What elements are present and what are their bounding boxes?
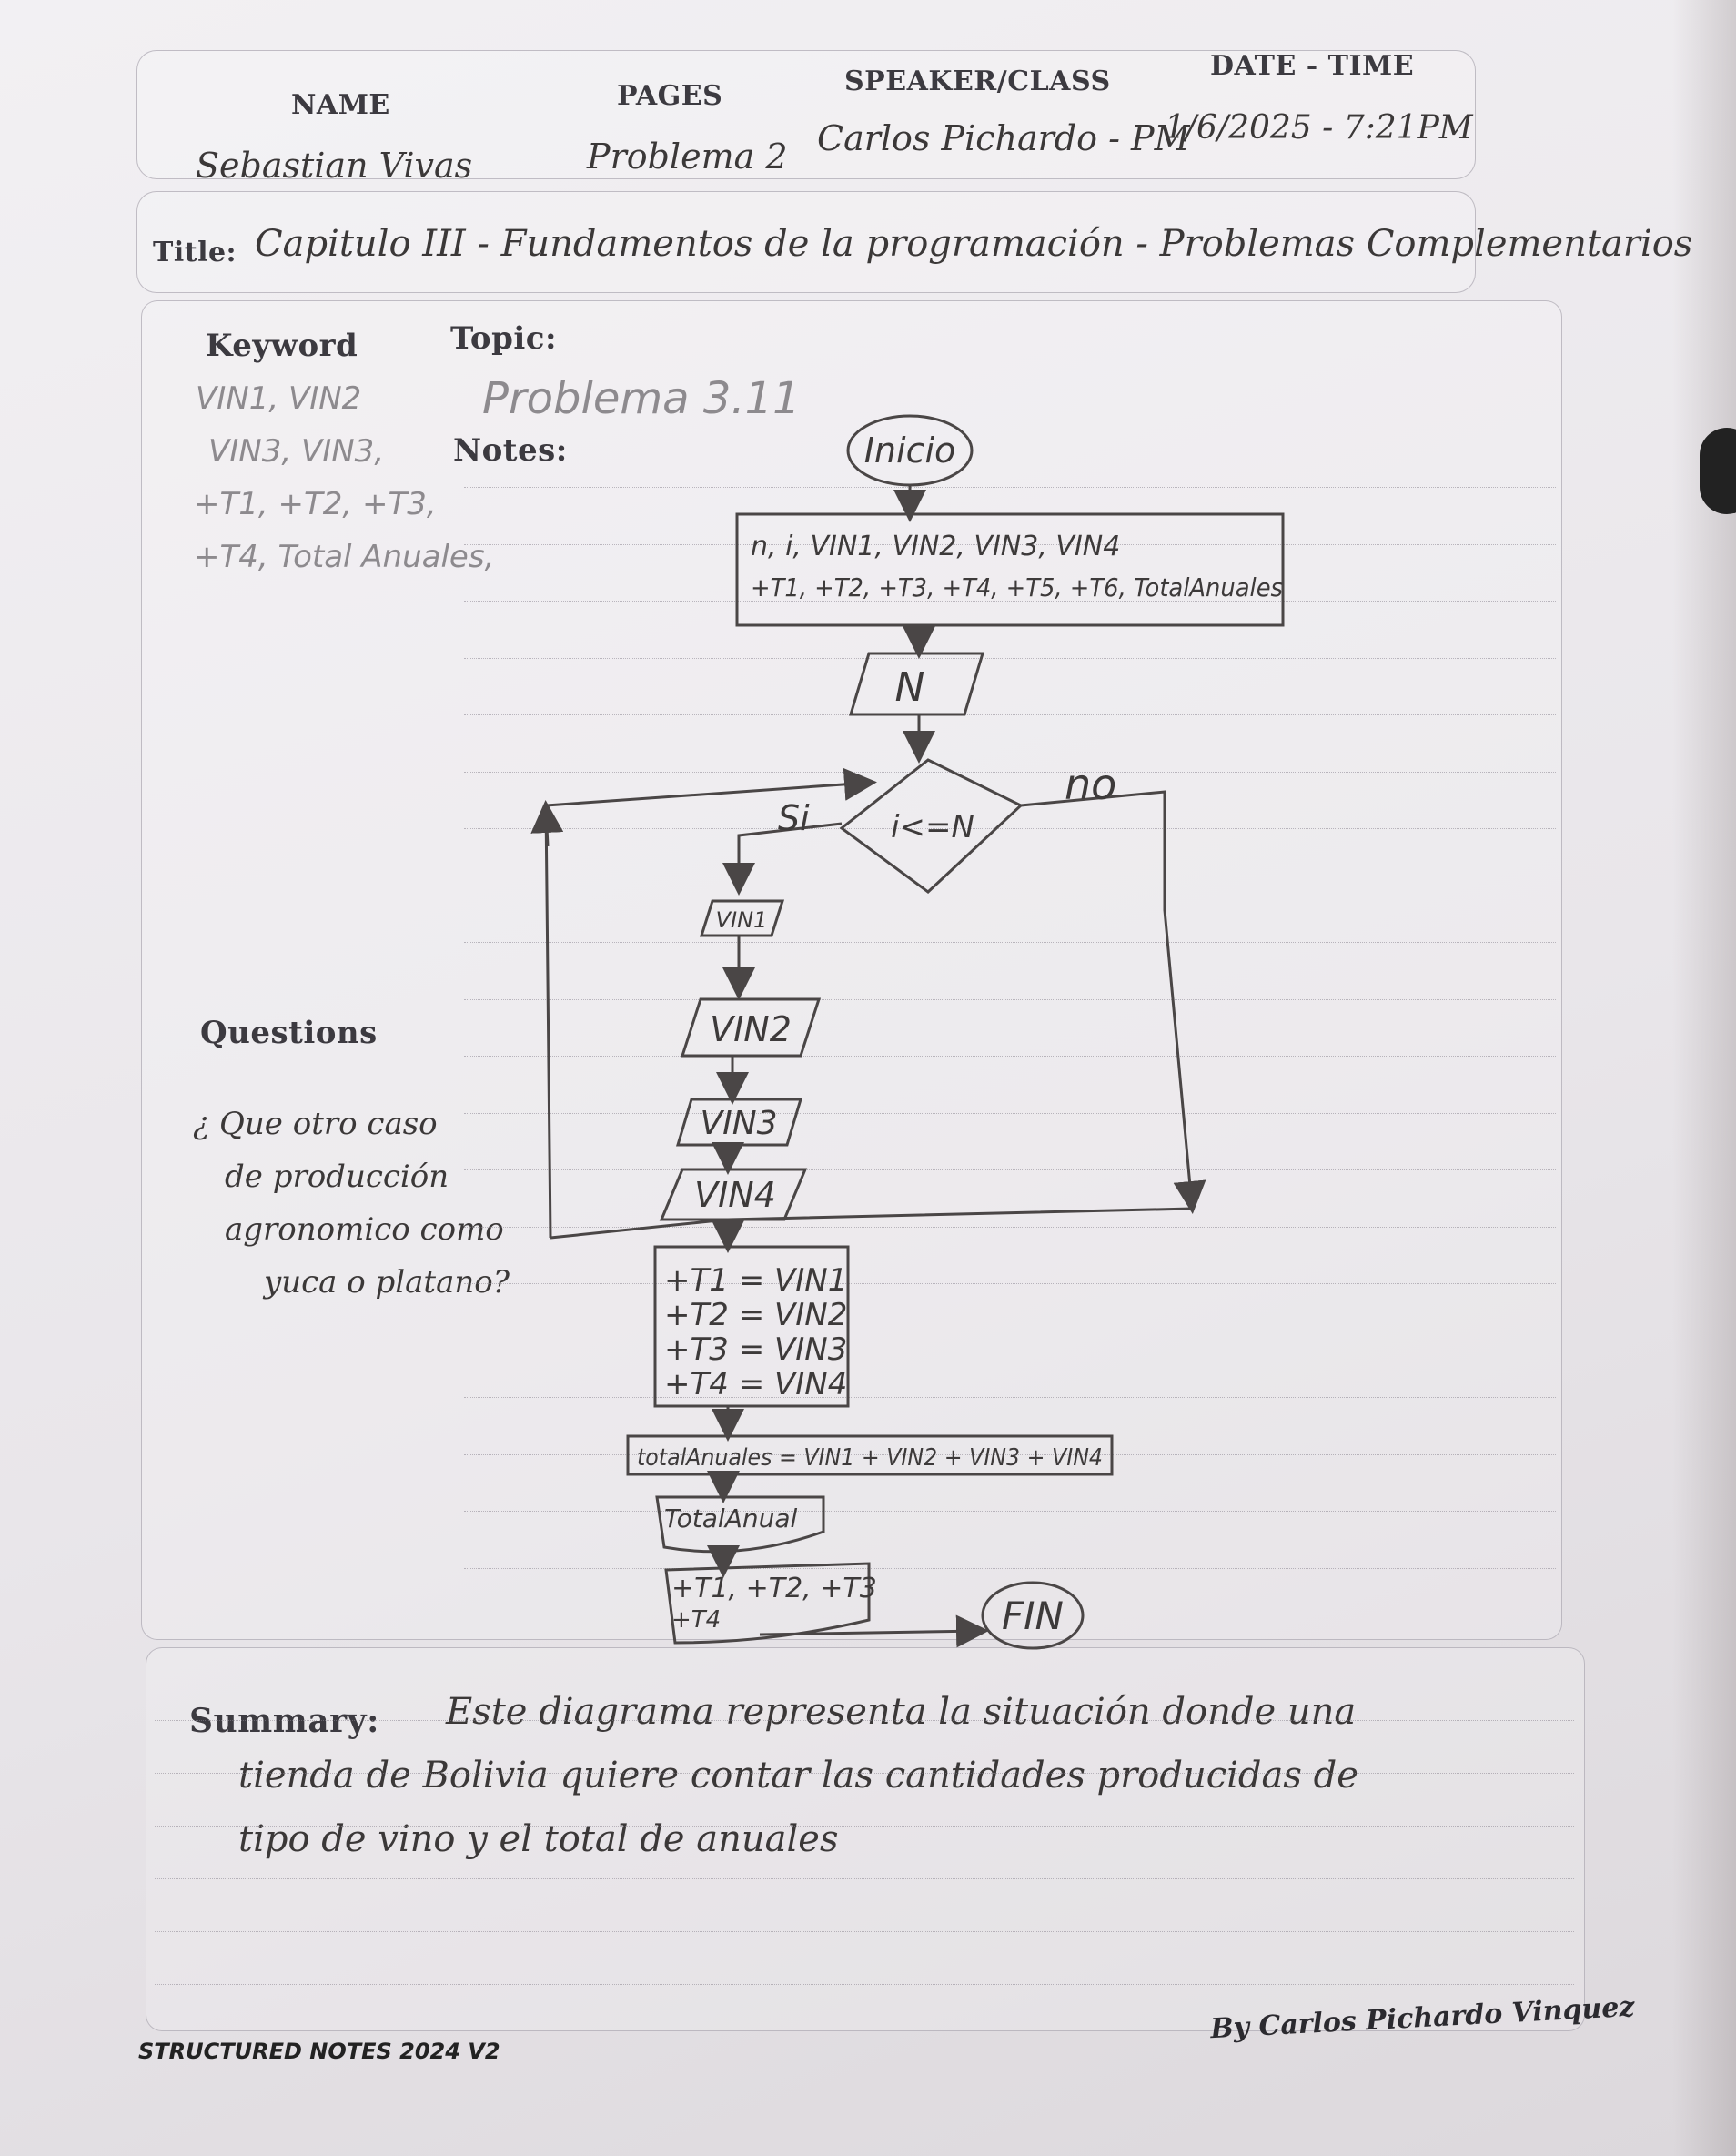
- brand-footer: STRUCTURED NOTES 2024 V2: [138, 2039, 500, 2064]
- question-line: de producción: [225, 1159, 449, 1195]
- decision-label: i<=N: [891, 809, 974, 845]
- yes-branch-line: [722, 822, 843, 896]
- input-vin3-parallelogram: [675, 1098, 803, 1147]
- input-n-parallelogram: [848, 652, 985, 716]
- output-total-label: TotalAnual: [664, 1503, 797, 1533]
- title-value: Capitulo III - Fundamentos de la program…: [255, 223, 1693, 265]
- ruled-line: [464, 771, 1556, 773]
- summary-line: tipo de vino y el total de anuales: [238, 1818, 839, 1860]
- binder-hole: [1700, 428, 1736, 514]
- datetime-value: 1/6/2025 - 7:21PM: [1165, 109, 1473, 147]
- keyword-line: +T4, Total Anuales,: [194, 539, 495, 575]
- ruled-line: [464, 828, 1556, 829]
- summary-line: tienda de Bolivia quiere contar las cant…: [238, 1755, 1358, 1797]
- topic-label: Topic:: [450, 320, 558, 357]
- ruled-line: [464, 1226, 1556, 1228]
- merge-line: [550, 1207, 1193, 1240]
- input-vin3-label: VIN3: [700, 1105, 777, 1142]
- output-doc-line-1: +T1, +T2, +T3: [671, 1573, 877, 1604]
- ruled-line: [464, 1283, 1556, 1284]
- page-shadow-edge: [1672, 0, 1736, 2156]
- total-formula-box: [626, 1434, 1114, 1476]
- ruled-line: [464, 1453, 1556, 1455]
- speaker-label: SPEAKER/CLASS: [844, 66, 1111, 97]
- declaration-line-2: +T1, +T2, +T3, +T4, +T5, +T6, TotalAnual…: [751, 572, 1283, 602]
- ruled-line: [464, 1169, 1556, 1170]
- name-label: NAME: [291, 89, 390, 121]
- title-label: Title:: [153, 237, 237, 268]
- keyword-line: VIN3, VIN3,: [208, 433, 385, 470]
- ruled-line: [464, 1056, 1556, 1057]
- ruled-line: [464, 543, 1556, 545]
- input-vin4-label: VIN4: [694, 1175, 776, 1215]
- summary-label: Summary:: [189, 1702, 379, 1740]
- end-terminal-label: FIN: [1002, 1594, 1064, 1638]
- total-formula-label: totalAnuales = VIN1 + VIN2 + VIN3 + VIN4: [637, 1444, 1103, 1472]
- question-line: ¿ Que otro caso: [193, 1106, 438, 1142]
- ruled-line: [464, 657, 1556, 659]
- ruled-line: [464, 1511, 1556, 1512]
- notes-label: Notes:: [453, 432, 568, 469]
- loop-up-arrow: [530, 800, 564, 847]
- output-doc-shape: [664, 1562, 871, 1645]
- header-box: [136, 50, 1476, 179]
- ruled-line: [464, 601, 1556, 602]
- datetime-label: DATE - TIME: [1210, 50, 1415, 82]
- notes-box: [141, 300, 1562, 1640]
- summary-box: [146, 1647, 1585, 2031]
- speaker-value: Carlos Pichardo - PM: [817, 118, 1190, 158]
- ruled-line: [155, 1878, 1574, 1879]
- ruled-line: [464, 1397, 1556, 1398]
- questions-label: Questions: [200, 1015, 378, 1051]
- ruled-line: [464, 1112, 1556, 1114]
- input-n-label: N: [895, 664, 925, 711]
- summary-line: Este diagrama representa la situación do…: [446, 1691, 1357, 1733]
- ruled-line: [464, 942, 1556, 943]
- assignment-line: +T3 = VIN3: [664, 1331, 847, 1368]
- end-terminal: [981, 1581, 1085, 1650]
- pages-value: Problema 2: [587, 137, 788, 177]
- question-line: agronomico como: [225, 1211, 504, 1248]
- ruled-line: [155, 1931, 1574, 1932]
- output-total-shape: [655, 1495, 825, 1554]
- ruled-line: [464, 1567, 1556, 1569]
- question-line: yuca o platano?: [264, 1264, 510, 1301]
- arrow-doc-end: [759, 1614, 989, 1648]
- declaration-box: [735, 512, 1285, 627]
- no-branch-line: [1020, 790, 1206, 1214]
- no-label: no: [1065, 760, 1116, 809]
- topic-value: Problema 3.11: [482, 373, 801, 424]
- name-value: Sebastian Vivas: [196, 146, 473, 186]
- assignment-box: [653, 1245, 850, 1408]
- ruled-line: [155, 1984, 1574, 1985]
- declaration-line-1: n, i, VIN1, VIN2, VIN3, VIN4: [751, 531, 1120, 562]
- input-vin1-parallelogram: [699, 899, 785, 937]
- input-vin2-label: VIN2: [710, 1009, 792, 1049]
- start-terminal-label: Inicio: [864, 430, 956, 471]
- ruled-line: [464, 998, 1556, 1000]
- input-vin2-parallelogram: [680, 997, 822, 1058]
- yes-label: Si: [778, 798, 810, 838]
- assignment-line: +T2 = VIN2: [664, 1297, 847, 1333]
- title-box: [136, 191, 1476, 293]
- ruled-line: [464, 714, 1556, 715]
- input-vin1-label: VIN1: [716, 907, 768, 933]
- decision-diamond: [839, 758, 1024, 894]
- keyword-line: VIN1, VIN2: [196, 380, 362, 417]
- ruled-line: [464, 487, 1556, 488]
- assignment-line: +T4 = VIN4: [664, 1366, 847, 1402]
- keyword-label: Keyword: [206, 328, 358, 364]
- ruled-line: [155, 1826, 1574, 1827]
- output-doc-line-2: +T4: [671, 1606, 721, 1634]
- ruled-line: [155, 1720, 1574, 1721]
- assignment-line: +T1 = VIN1: [664, 1262, 847, 1299]
- keyword-line: +T1, +T2, +T3,: [194, 486, 437, 522]
- pages-label: PAGES: [617, 80, 723, 112]
- ruled-line: [155, 1773, 1574, 1774]
